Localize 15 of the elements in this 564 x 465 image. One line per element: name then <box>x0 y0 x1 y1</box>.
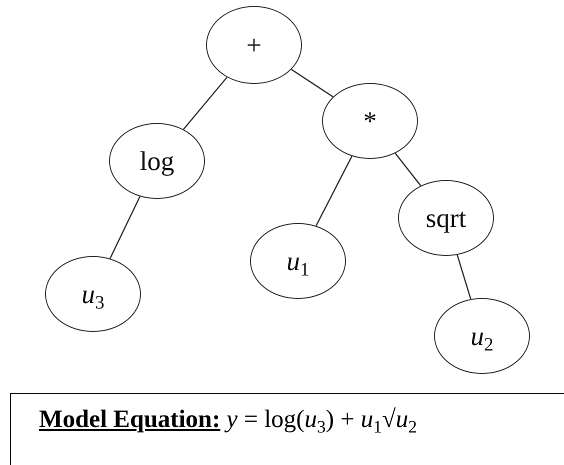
equation-box <box>10 393 564 465</box>
connector-line <box>316 156 352 226</box>
connector-line <box>110 196 140 259</box>
node-label: u$_{2}$ <box>470 322 494 350</box>
equation-text: Model Equation: y = log(u$_{3}$) + u$_{1}$√u$_{2}$ <box>39 406 417 434</box>
node-label: sqrt <box>426 204 466 232</box>
node-label: u$_{1}$ <box>286 248 310 274</box>
connector-line <box>183 76 228 130</box>
node-label: * <box>363 108 377 134</box>
node-label: + <box>246 32 262 58</box>
connector-line <box>456 254 472 300</box>
connector-line <box>394 152 422 186</box>
connector-line <box>291 68 334 98</box>
node-label: u$_{3}$ <box>82 280 104 308</box>
node-label: log <box>140 148 174 174</box>
